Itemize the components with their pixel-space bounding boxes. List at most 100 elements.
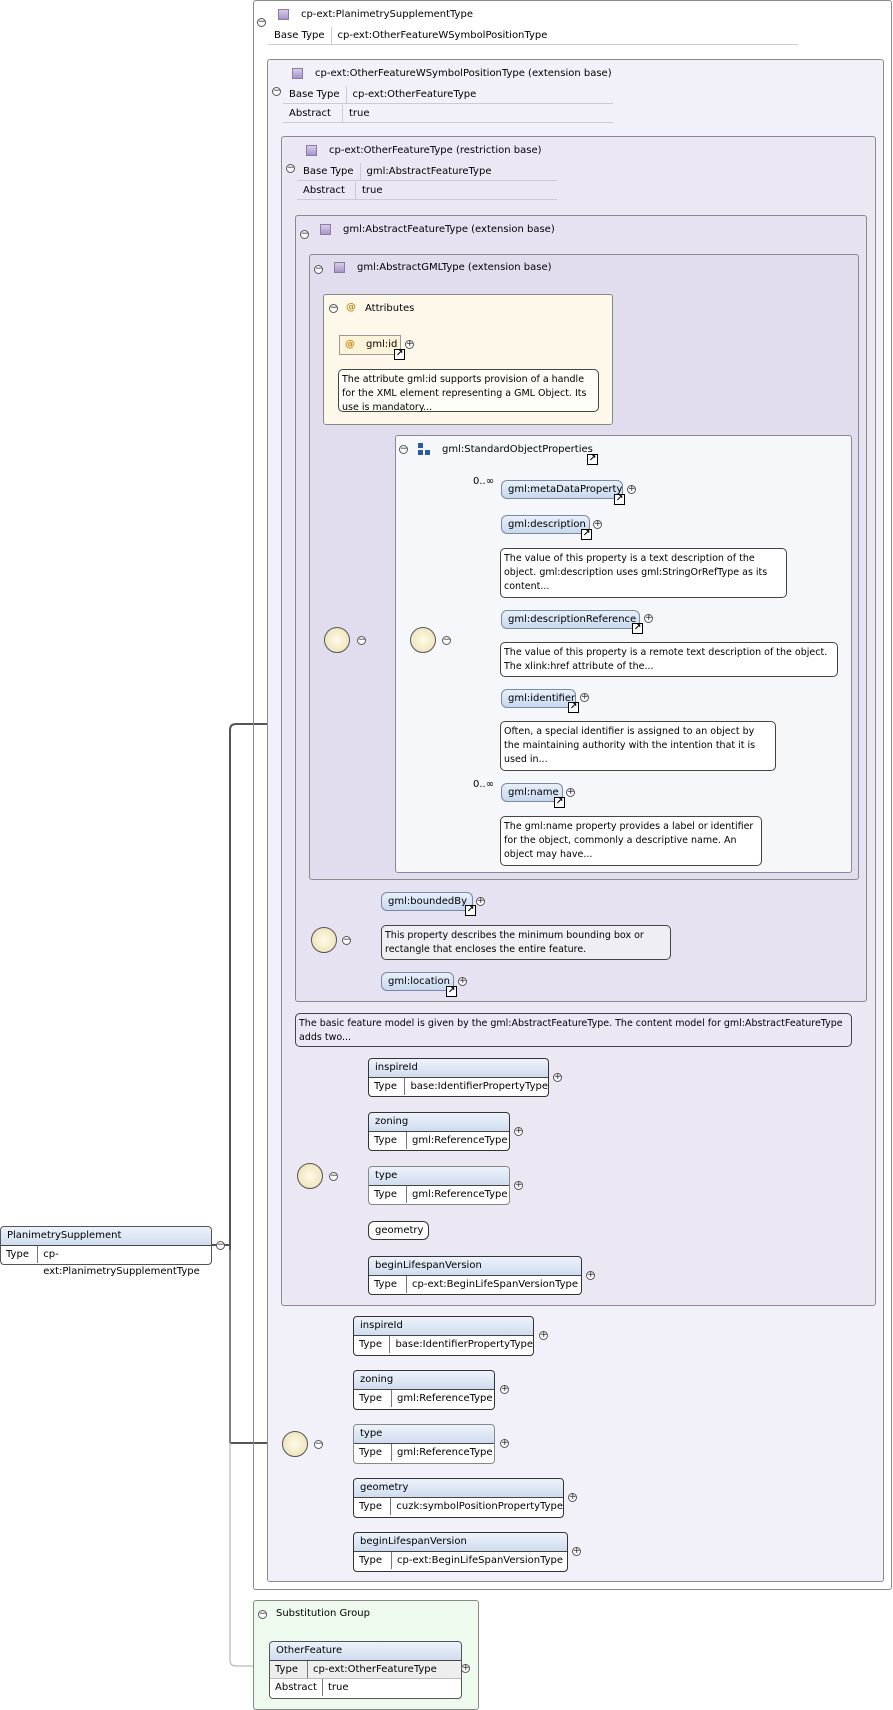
root-type-title: cp-ext:PlanimetrySupplementType bbox=[301, 9, 473, 20]
expand-toggle[interactable]: + bbox=[644, 613, 653, 623]
link-icon[interactable]: ↗ bbox=[394, 349, 405, 360]
collapse-toggle[interactable]: − bbox=[329, 1171, 338, 1181]
expand-toggle[interactable]: + bbox=[586, 1270, 595, 1280]
ext3-title: gml:AbstractFeatureType (extension base) bbox=[343, 224, 555, 235]
ext2-title: cp-ext:OtherFeatureType (restriction bas… bbox=[329, 145, 542, 156]
group-icon bbox=[418, 443, 430, 455]
complex-type-icon bbox=[334, 262, 345, 273]
gml-metadata-property[interactable]: gml:metaDataProperty bbox=[501, 480, 623, 499]
link-icon[interactable]: ↗ bbox=[568, 702, 579, 713]
expand-toggle[interactable]: + bbox=[461, 1663, 470, 1673]
collapse-toggle[interactable]: − bbox=[300, 229, 309, 239]
link-icon[interactable]: ↗ bbox=[632, 623, 643, 634]
expand-toggle[interactable]: + bbox=[500, 1384, 509, 1394]
attribute-label: gml:id bbox=[366, 339, 398, 350]
expand-toggle[interactable]: + bbox=[627, 484, 636, 494]
collapse-toggle[interactable]: − bbox=[272, 86, 281, 96]
expand-toggle[interactable]: + bbox=[514, 1126, 523, 1136]
collapse-toggle[interactable]: − bbox=[314, 1439, 323, 1449]
bounded-by-doc: This property describes the minimum boun… bbox=[381, 925, 671, 960]
collapse-toggle[interactable]: − bbox=[442, 635, 451, 645]
planimetry-supplement-type-frame: − cp-ext:PlanimetrySupplementType Base T… bbox=[253, 0, 892, 1590]
link-icon[interactable]: ↗ bbox=[554, 797, 565, 808]
sequence-icon bbox=[324, 627, 350, 653]
expand-toggle[interactable]: + bbox=[476, 896, 485, 906]
link-icon[interactable]: ↗ bbox=[446, 986, 457, 997]
collapse-toggle[interactable]: − bbox=[257, 17, 266, 27]
gml-name[interactable]: gml:name bbox=[501, 783, 563, 802]
expand-toggle[interactable]: + bbox=[572, 1546, 581, 1556]
sequence-icon bbox=[410, 627, 436, 653]
link-icon[interactable]: ↗ bbox=[581, 529, 592, 540]
expand-toggle[interactable]: + bbox=[539, 1330, 548, 1340]
collapse-toggle[interactable]: − bbox=[357, 635, 366, 645]
link-icon[interactable]: ↗ bbox=[465, 905, 476, 916]
substitution-group-title: Substitution Group bbox=[276, 1608, 370, 1619]
attribute-icon: @ bbox=[346, 302, 356, 313]
attributes-title: Attributes bbox=[365, 303, 415, 314]
gml-bounded-by[interactable]: gml:boundedBy bbox=[381, 892, 473, 911]
expand-toggle[interactable]: + bbox=[593, 519, 602, 529]
gml-description-reference[interactable]: gml:descriptionReference bbox=[501, 610, 640, 629]
description-reference-doc: The value of this property is a remote t… bbox=[500, 642, 838, 677]
group-title: gml:StandardObjectProperties bbox=[442, 444, 593, 455]
element-geometry[interactable]: geometry bbox=[368, 1221, 429, 1240]
cardinality-label: 0..∞ bbox=[473, 779, 495, 790]
description-doc: The value of this property is a text des… bbox=[500, 548, 787, 598]
expand-toggle[interactable]: + bbox=[458, 976, 467, 986]
ext1-title: cp-ext:OtherFeatureWSymbolPositionType (… bbox=[315, 68, 612, 79]
expand-toggle[interactable]: + bbox=[405, 339, 414, 349]
collapse-toggle[interactable]: − bbox=[329, 303, 338, 313]
link-icon[interactable]: ↗ bbox=[587, 454, 598, 465]
gml-description[interactable]: gml:description bbox=[501, 515, 590, 534]
collapse-toggle[interactable]: − bbox=[399, 444, 408, 454]
expand-toggle[interactable]: + bbox=[500, 1438, 509, 1448]
expand-toggle[interactable]: + bbox=[553, 1072, 562, 1082]
collapse-toggle[interactable]: − bbox=[286, 163, 295, 173]
gml-identifier[interactable]: gml:identifier bbox=[501, 689, 576, 708]
attribute-doc: The attribute gml:id supports provision … bbox=[338, 369, 599, 413]
ext4-title: gml:AbstractGMLType (extension base) bbox=[357, 262, 552, 273]
attribute-icon: @ bbox=[345, 339, 355, 350]
expand-toggle[interactable]: + bbox=[514, 1180, 523, 1190]
complex-type-icon bbox=[292, 68, 303, 79]
attribute-gml-id[interactable]: @ gml:id bbox=[339, 335, 401, 355]
expand-toggle[interactable]: + bbox=[568, 1492, 577, 1502]
sequence-icon bbox=[297, 1163, 323, 1189]
collapse-toggle[interactable]: − bbox=[258, 1609, 267, 1619]
name-doc: The gml:name property provides a label o… bbox=[500, 816, 762, 866]
link-icon[interactable]: ↗ bbox=[614, 494, 625, 505]
collapse-toggle[interactable]: − bbox=[314, 264, 323, 274]
collapse-toggle[interactable]: − bbox=[216, 1240, 225, 1250]
identifier-doc: Often, a special identifier is assigned … bbox=[500, 721, 776, 771]
expand-toggle[interactable]: + bbox=[580, 692, 589, 702]
complex-type-icon bbox=[278, 9, 289, 20]
sequence-icon bbox=[282, 1431, 308, 1457]
complex-type-icon bbox=[306, 145, 317, 156]
sequence-icon bbox=[311, 927, 337, 953]
expand-toggle[interactable]: + bbox=[566, 787, 575, 797]
collapse-toggle[interactable]: − bbox=[342, 935, 351, 945]
feature-type-doc: The basic feature model is given by the … bbox=[295, 1013, 852, 1047]
complex-type-icon bbox=[320, 224, 331, 235]
gml-location[interactable]: gml:location bbox=[381, 972, 454, 991]
attributes-box: − @ Attributes @ gml:id ↗ + The attribut… bbox=[323, 294, 613, 425]
cardinality-label: 0..∞ bbox=[473, 476, 495, 487]
